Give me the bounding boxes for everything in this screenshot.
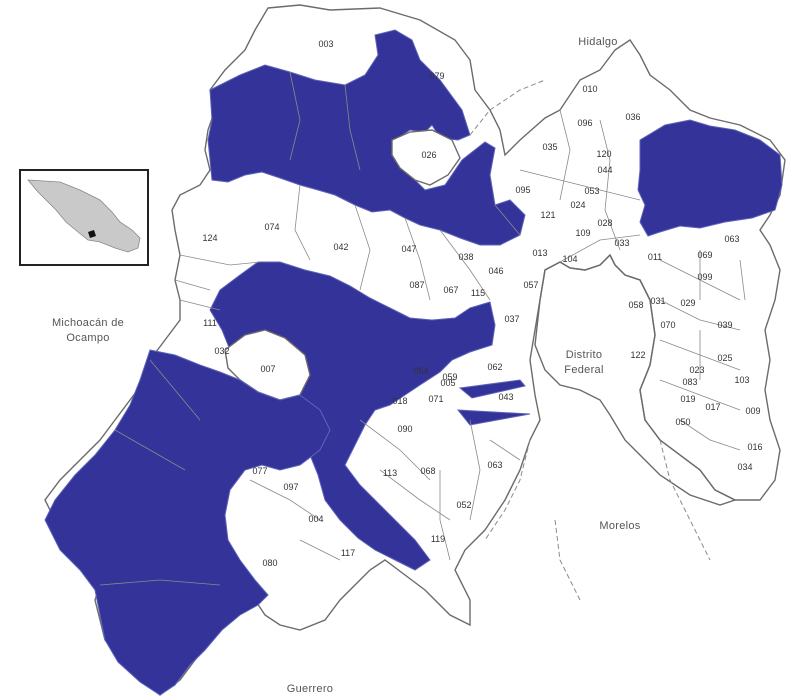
muni-036: 036 [625,112,640,122]
muni-005: 005 [440,378,455,388]
label-michoacan-1: Michoacán de [52,317,124,329]
label-morelos: Morelos [599,520,640,532]
muni-113: 113 [383,468,397,478]
muni-024: 024 [570,200,585,210]
muni-124: 124 [202,233,217,243]
muni-122: 122 [630,350,645,360]
mexico-locator-icon [27,179,141,253]
muni-058: 058 [628,300,643,310]
distrito-federal-area [534,253,737,506]
muni-028: 028 [597,218,612,228]
muni-117: 117 [341,548,355,558]
highlight-region-southwest [44,349,331,696]
muni-042: 042 [333,242,348,252]
muni-057: 057 [523,280,538,290]
muni-068: 068 [420,466,435,476]
muni-018: 018 [392,396,407,406]
muni-035: 035 [542,142,557,152]
muni-003: 003 [318,39,333,49]
muni-013: 013 [532,248,547,258]
muni-071: 071 [428,394,443,404]
muni-079: 079 [429,71,444,81]
muni-090: 090 [397,424,412,434]
muni-032: 032 [214,346,229,356]
muni-026: 026 [421,150,436,160]
label-michoacan-2: Ocampo [66,332,109,344]
muni-039: 039 [717,320,732,330]
muni-120: 120 [596,149,611,159]
muni-069: 069 [697,250,712,260]
muni-009: 009 [745,406,760,416]
highlight-wedge-1 [458,379,526,399]
inset-locator-map [19,169,149,266]
muni-025: 025 [717,353,732,363]
muni-007: 007 [260,364,275,374]
muni-037: 037 [504,314,519,324]
muni-023: 023 [689,365,704,375]
muni-034: 034 [737,462,752,472]
muni-031: 031 [650,296,665,306]
label-distrito-2: Federal [564,364,603,376]
highlight-region-northeast [637,119,783,237]
muni-097: 097 [283,482,298,492]
muni-119: 119 [431,534,445,544]
state-boundary-dashed [469,79,711,601]
muni-017: 017 [705,402,720,412]
muni-109: 109 [575,228,590,238]
muni-083: 083 [682,377,697,387]
muni-080: 080 [262,558,277,568]
muni-019: 019 [680,394,695,404]
highlight-wedge-2 [456,409,531,426]
muni-044: 044 [597,165,612,175]
muni-047: 047 [401,244,416,254]
muni-053: 053 [584,186,599,196]
muni-052: 052 [456,500,471,510]
muni-096: 096 [577,118,592,128]
municipal-borders [99,71,746,586]
muni-010: 010 [582,84,597,94]
muni-104: 104 [562,254,577,264]
muni-043: 043 [498,392,513,402]
muni-033: 033 [614,238,629,248]
label-hidalgo: Hidalgo [578,36,617,48]
muni-121: 121 [540,210,555,220]
muni-059: 059 [442,372,457,382]
muni-103: 103 [734,375,749,385]
muni-095: 095 [515,185,530,195]
enclave-026 [391,129,461,186]
muni-016: 016 [747,442,762,452]
enclave-007 [224,329,311,401]
muni-062: 062 [487,362,502,372]
muni-054: 054 [413,366,428,376]
muni-115: 115 [471,288,485,298]
state-location-marker [88,230,96,238]
label-distrito-1: Distrito [566,349,603,361]
muni-063: 063 [487,460,502,470]
muni-050: 050 [675,417,690,427]
muni-067: 067 [443,285,458,295]
muni-038: 038 [458,252,473,262]
label-guerrero: Guerrero [287,683,333,695]
muni-077: 077 [252,466,267,476]
muni-011: 011 [648,252,662,262]
muni-046: 046 [488,266,503,276]
muni-029: 029 [680,298,695,308]
muni-063-ne: 063 [724,234,739,244]
muni-070: 070 [660,320,675,330]
muni-087: 087 [409,280,424,290]
highlight-region-north [207,29,526,246]
muni-111: 111 [203,318,217,328]
muni-074: 074 [264,222,279,232]
muni-004: 004 [308,514,323,524]
muni-099: 099 [697,272,712,282]
